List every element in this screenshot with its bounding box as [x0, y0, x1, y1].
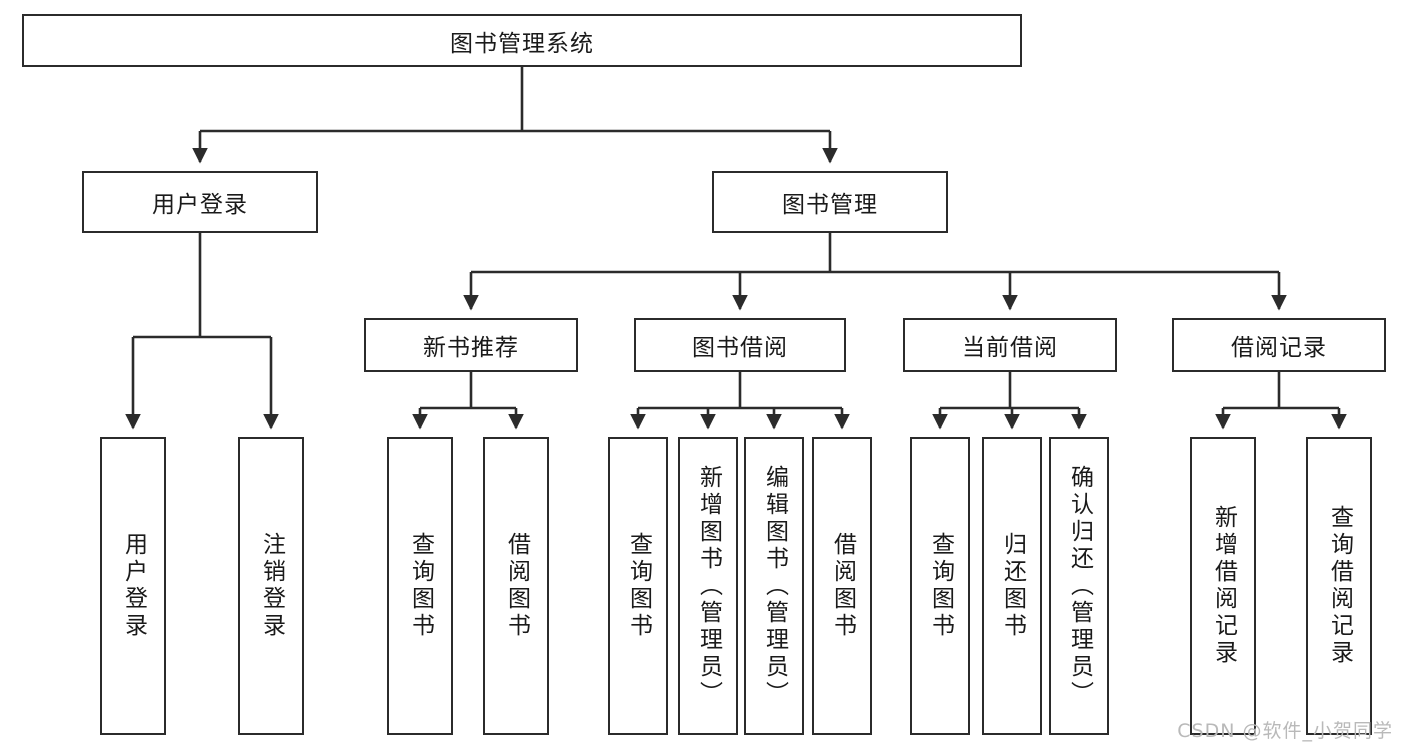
- node-label: 查询图书: [407, 532, 434, 640]
- node-borrow-record[interactable]: 借阅记录: [1172, 318, 1386, 372]
- node-leaf-query-book-1[interactable]: 查询图书: [387, 437, 453, 735]
- node-label: 图书借阅: [692, 335, 788, 361]
- node-label: 查询图书: [927, 532, 954, 640]
- node-book-management-system[interactable]: 图书管理系统: [22, 14, 1022, 67]
- node-new-book-recommend[interactable]: 新书推荐: [364, 318, 578, 372]
- node-label: 确认归还（管理员）: [1066, 464, 1093, 708]
- node-leaf-query-book-2[interactable]: 查询图书: [608, 437, 668, 735]
- node-label: 新增图书（管理员）: [695, 464, 722, 708]
- node-leaf-query-borrow-record[interactable]: 查询借阅记录: [1306, 437, 1372, 735]
- node-label: 借阅图书: [829, 532, 856, 640]
- node-label: 注销登录: [258, 532, 285, 640]
- node-label: 用户登录: [152, 192, 248, 218]
- node-leaf-add-borrow-record[interactable]: 新增借阅记录: [1190, 437, 1256, 735]
- node-current-borrow[interactable]: 当前借阅: [903, 318, 1117, 372]
- node-leaf-add-book[interactable]: 新增图书（管理员）: [678, 437, 738, 735]
- node-leaf-query-book-3[interactable]: 查询图书: [910, 437, 970, 735]
- node-label: 新增借阅记录: [1210, 505, 1237, 667]
- node-leaf-borrow-book-2[interactable]: 借阅图书: [812, 437, 872, 735]
- node-leaf-return-book[interactable]: 归还图书: [982, 437, 1042, 735]
- node-user-login[interactable]: 用户登录: [82, 171, 318, 233]
- node-leaf-edit-book[interactable]: 编辑图书（管理员）: [744, 437, 804, 735]
- node-label: 图书管理系统: [450, 30, 594, 57]
- node-book-borrow[interactable]: 图书借阅: [634, 318, 846, 372]
- node-leaf-user-login[interactable]: 用户登录: [100, 437, 166, 735]
- node-label: 借阅记录: [1231, 335, 1327, 361]
- node-label: 新书推荐: [423, 335, 519, 361]
- node-label: 借阅图书: [503, 532, 530, 640]
- node-label: 查询借阅记录: [1326, 505, 1353, 667]
- node-label: 当前借阅: [962, 335, 1058, 361]
- node-book-management[interactable]: 图书管理: [712, 171, 948, 233]
- node-leaf-borrow-book-1[interactable]: 借阅图书: [483, 437, 549, 735]
- node-label: 用户登录: [120, 532, 147, 640]
- node-leaf-confirm-return[interactable]: 确认归还（管理员）: [1049, 437, 1109, 735]
- node-label: 编辑图书（管理员）: [761, 464, 788, 708]
- node-label: 图书管理: [782, 192, 878, 218]
- node-label: 归还图书: [999, 532, 1026, 640]
- node-leaf-logout[interactable]: 注销登录: [238, 437, 304, 735]
- node-label: 查询图书: [625, 532, 652, 640]
